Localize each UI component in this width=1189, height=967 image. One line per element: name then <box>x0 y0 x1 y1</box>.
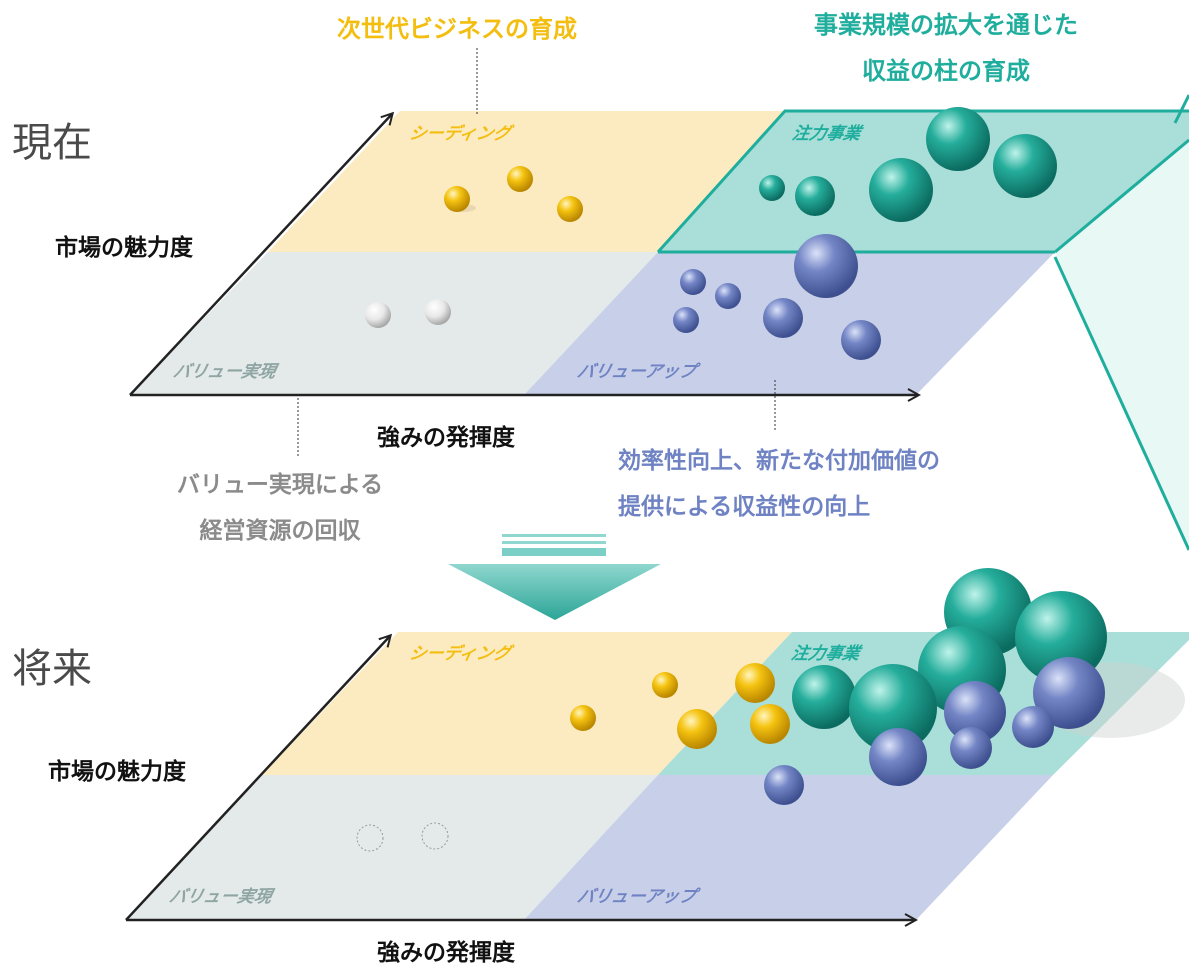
future-quadrant-value-realize <box>126 775 658 920</box>
annotation-value-up-line1: 効率性向上、新たな付加価値の <box>618 448 940 474</box>
ball <box>944 681 1006 743</box>
future-quadrant-value-up <box>524 775 1053 920</box>
annotation-value-realize: バリュー実現による 経営資源の回収 <box>148 462 412 554</box>
annotation-focus-line1: 事業規模の拡大を通じた <box>814 11 1078 39</box>
future-focus-balls <box>792 568 1107 752</box>
ball <box>680 269 706 295</box>
expansion-line-lower <box>1053 256 1189 551</box>
annotation-value-up: 効率性向上、新たな付加価値の 提供による収益性の向上 <box>618 438 940 530</box>
ball <box>677 709 717 749</box>
current-label-focus: 注力事業 <box>790 124 863 144</box>
future-label-value-realize: バリュー実現 <box>167 887 274 907</box>
ball <box>1033 657 1105 729</box>
current-quadrant-value-realize <box>130 252 658 395</box>
ball <box>759 175 785 201</box>
future-label-seeding: シーディング <box>407 644 513 664</box>
future-label-focus: 注力事業 <box>789 644 862 664</box>
current-y-axis <box>129 114 392 396</box>
annotation-value-realize-line2: 経営資源の回収 <box>199 518 361 544</box>
future-value-up-balls <box>764 657 1105 805</box>
annotation-value-realize-line1: バリュー実現による <box>176 472 384 498</box>
focus-outline <box>656 109 1189 254</box>
annotation-focus: 事業規模の拡大を通じた 収益の柱の育成 <box>776 2 1116 94</box>
current-x-axis-label: 強みの発揮度 <box>377 425 515 451</box>
ball <box>750 704 790 744</box>
ghost-ball <box>421 822 449 850</box>
ball <box>1012 706 1054 748</box>
ball <box>557 196 583 222</box>
current-value-up-balls <box>673 234 881 360</box>
future-label-value-up: バリューアップ <box>575 887 698 907</box>
future-y-axis-label: 市場の魅力度 <box>48 759 186 785</box>
ball <box>735 663 775 703</box>
ball <box>841 320 881 360</box>
current-label-value-up: バリューアップ <box>575 362 698 382</box>
ball <box>365 302 391 328</box>
ball <box>1015 591 1107 683</box>
ball <box>425 299 451 325</box>
annotation-focus-line2: 収益の柱の育成 <box>862 57 1030 85</box>
ball <box>926 107 990 171</box>
ball <box>993 134 1057 198</box>
future-y-axis <box>125 636 390 921</box>
state-label-current: 現在 <box>12 120 92 166</box>
ball <box>673 307 699 333</box>
ball <box>764 765 804 805</box>
focus-expansion-wedge <box>1055 140 1189 550</box>
ball <box>794 234 858 298</box>
expansion-line-top <box>1173 94 1189 124</box>
current-y-axis-label: 市場の魅力度 <box>55 235 193 261</box>
annotation-value-up-line2: 提供による収益性の向上 <box>618 494 871 520</box>
future-x-axis-label: 強みの発揮度 <box>377 940 515 966</box>
expansion-line-upper <box>1054 138 1189 254</box>
ball <box>795 176 835 216</box>
ball <box>570 705 596 731</box>
future-panel <box>125 568 1189 921</box>
future-seeding-balls <box>570 663 790 749</box>
transition-arrow <box>448 534 661 620</box>
annotation-seeding: 次世代ビジネスの育成 <box>337 15 577 43</box>
ball <box>869 158 933 222</box>
current-label-value-realize: バリュー実現 <box>171 362 278 382</box>
ball <box>715 283 741 309</box>
ball <box>792 665 856 729</box>
ghost-ball <box>356 824 384 852</box>
ball <box>869 728 927 786</box>
current-panel <box>129 48 1189 551</box>
ball <box>507 166 533 192</box>
future-quadrant-seeding <box>262 632 792 775</box>
ball <box>763 298 803 338</box>
current-focus-balls <box>759 107 1057 222</box>
current-label-seeding: シーディング <box>407 124 513 144</box>
current-seeding-balls <box>444 166 583 222</box>
ball <box>652 672 678 698</box>
ball <box>444 186 470 212</box>
ball <box>950 727 992 769</box>
current-value-realize-balls <box>365 299 451 328</box>
ball <box>849 664 937 752</box>
state-label-future: 将来 <box>12 646 92 692</box>
